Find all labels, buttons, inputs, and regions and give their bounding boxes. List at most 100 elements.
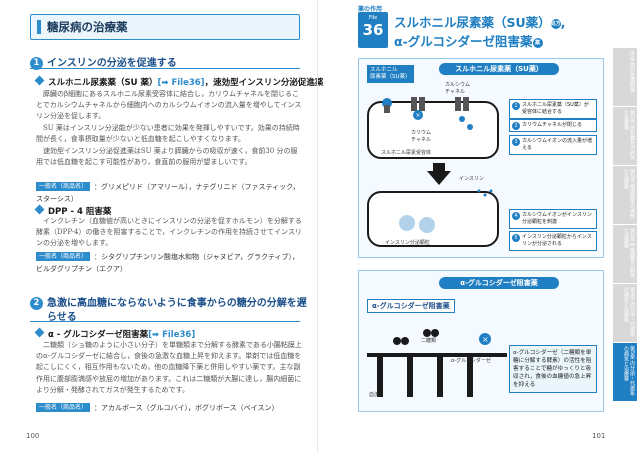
right-title-comma: , [560, 15, 566, 30]
step-number: 3 [512, 138, 520, 146]
ag-file-link[interactable]: [➡ File36] [148, 330, 196, 340]
ag-heading: α - グルコシダーゼ阻害薬[➡ File36] [34, 327, 196, 340]
ag-body: 二糖類（ショ糖のように小さい分子）を単糖類まで分解する酵素である小腸粘膜上のα-… [36, 341, 302, 394]
enzyme-blocked-icon: × [479, 333, 491, 345]
dpp4-body: インクレチン（血糖値が高いときにインスリンの分泌を促すホルモン）を分解する酵素（… [36, 217, 302, 248]
chapter-tab-0[interactable]: 序章 薬の基礎知識 [613, 48, 637, 106]
file-badge: File 36 [358, 12, 388, 48]
ag-generic: ：アカルボース（グルコバイ），ボグリボース（ベイスン） [94, 404, 279, 412]
label-insulin: インスリン [459, 176, 484, 182]
granule-icon [399, 215, 435, 233]
intestine-illustration: × [367, 329, 507, 397]
svg-text:×: × [416, 112, 421, 119]
chapter-tab-4[interactable]: 第4章 内分泌・代謝系の病気と治療薬 [613, 284, 637, 342]
right-title-line1: スルホニル尿素薬（SU薬）処方, [394, 12, 565, 31]
su-generic-line: 一般名（商品名）：グリメピリド（アマリール），ナテグリニド（ファスティック， [36, 182, 306, 192]
label-calcium-channel: カルシウム チャネル [445, 82, 471, 95]
ag-description: α-グルコシダーゼ（二糖類を単糖に分解する酵素）の活性を阻害することで糖がゆっく… [509, 345, 597, 393]
villi-icon [367, 353, 507, 397]
chapter-tab-5-active[interactable]: 第5章 内分泌・代謝系の病気と治療薬 [613, 343, 637, 401]
step-text: カリウムチャネルが閉じる [522, 122, 582, 128]
page-number-left: 100 [26, 432, 40, 440]
label-blood-flow: 血流 [369, 392, 380, 398]
label-insulin-granule: インスリン分泌顆粒 [385, 240, 430, 246]
su-body-2: SU 薬はインスリン分泌能が少ない患者に効果を発揮しやすいです。効果の持続時間が… [36, 124, 300, 144]
transition-arrow-icon [427, 171, 451, 185]
right-title-line2: α-グルコシダーゼ阻害薬薬 [394, 31, 543, 50]
page-number-right: 101 [592, 432, 606, 440]
diamond-bullet-icon [34, 75, 45, 86]
step-text: カルシウムイオンがインスリン分泌顆粒を刺激 [522, 212, 592, 225]
insulin-dots-icon [477, 189, 493, 197]
su-title: スルホニル尿素薬（SU 薬） [48, 78, 158, 88]
section2-heading-line1: 急激に高血糖にならないように食事からの糖分の分解を遅 [47, 298, 307, 309]
generic-name-tag: 一般名（商品名） [36, 403, 91, 412]
su-generic-cont: スターシス） [36, 195, 78, 203]
dpp4-heading: DPP - 4 阻害薬 [34, 204, 112, 217]
receptor-icon [382, 98, 392, 113]
step-number: 2 [512, 122, 520, 130]
ag-diagram-header: α-グルコシダーゼ阻害薬 [439, 277, 559, 289]
su-drug-callout: スルホニル 尿素薬（SU薬） [367, 65, 414, 83]
section1-number: 1 [30, 56, 43, 70]
channel-icons-top: × [382, 97, 473, 130]
file-badge-label: File [368, 15, 378, 21]
section1-heading: 1 インスリンの分泌を促進する [30, 54, 177, 70]
channel-icons-bottom [399, 189, 493, 233]
step-text: カルシウムイオンの流入量が増える [522, 138, 593, 151]
title-bar-decoration [37, 20, 41, 34]
diamond-bullet-icon [34, 204, 45, 215]
generic-name-tag: 一般名（商品名） [36, 182, 91, 191]
chapter-title: 糖尿病の治療薬 [47, 20, 128, 34]
dpp4-title: DPP - 4 阻害薬 [48, 207, 112, 217]
su-title-suffix: ，速効型インスリン分泌促進薬 [204, 78, 324, 88]
file-badge-caption: 薬の作用 [358, 6, 383, 13]
disaccharide-icon [393, 329, 439, 345]
section1-heading-text: インスリンの分泌を促進する [47, 58, 177, 69]
chapter-tab-2[interactable]: 第2章 循環器系の病気と治療薬 [613, 166, 637, 224]
ag-generic-line: 一般名（商品名）：アカルボース（グルコバイ），ボグリボース（ベイスン） [36, 403, 306, 413]
label-disaccharide: 二糖類 [421, 338, 437, 344]
svg-text:×: × [482, 335, 489, 344]
step-number: 5 [512, 234, 520, 242]
step-number: 1 [512, 102, 520, 110]
drug-mark-icon: 薬 [532, 38, 543, 48]
right-title-line1-text: スルホニル尿素薬（SU薬） [394, 15, 551, 30]
section1-divider [30, 68, 300, 69]
chapter-tab-3[interactable]: 第3章 呼吸器系の病気と治療薬 [613, 225, 637, 283]
section2-number: 2 [30, 296, 43, 310]
prescription-mark-icon: 処方 [550, 19, 561, 29]
section2-heading: 2 急激に高血糖にならないように食事からの糖分の分解を遅 [30, 294, 307, 310]
su-generic: ：グリメピリド（アマリール），ナテグリニド（ファスティック， [94, 183, 300, 191]
chapter-title-box: 糖尿病の治療薬 [30, 14, 300, 40]
ag-diagram: α-グルコシダーゼ阻害薬 α-グルコシダーゼ阻害薬 [358, 270, 604, 412]
beta-cell-after [367, 191, 499, 247]
su-heading: スルホニル尿素薬（SU 薬）[➡ File36]，速効型インスリン分泌促進薬 [34, 75, 324, 88]
label-potassium-channel: カリウム チャネル [411, 130, 432, 143]
book-gutter [317, 0, 318, 452]
step-text: インスリン分泌顆粒からインスリンが分泌される [522, 234, 592, 247]
su-file-link[interactable]: [➡ File36] [157, 78, 205, 88]
su-diagram-header: スルホニル尿素薬（SU薬） [439, 63, 559, 75]
su-diagram: スルホニル尿素薬（SU薬） スルホニル 尿素薬（SU薬） カルシウム チャネル … [358, 58, 604, 258]
su-body-3: 速効型インスリン分泌促進薬はSU 薬より膵臓からの吸収が速く，食前30 分の服用… [36, 147, 298, 167]
potassium-channel-icon: × [411, 97, 425, 120]
right-title-line2-text: α-グルコシダーゼ阻害薬 [394, 34, 533, 49]
dpp4-generic: ：シタグリプチンリン酸塩水和物（ジャヌビア，グラクティブ）， [94, 253, 300, 261]
transition-arrow-stem [433, 163, 445, 171]
ag-drug-label: α-グルコシダーゼ阻害薬 [367, 299, 455, 313]
right-page: 薬の作用 File 36 スルホニル尿素薬（SU薬）処方, α-グルコシダーゼ阻… [318, 0, 637, 452]
dpp4-generic-cont: ビルダグリプチン（エクア） [36, 265, 127, 273]
su-body-1: 膵臓のβ細胞にあるスルホニル尿素受容体に結合し，カリウムチャネルを閉じることでカ… [36, 90, 302, 121]
chapter-tab-1[interactable]: 第1章 消化器系の病気と治療薬 [613, 107, 637, 165]
step-text: スルホニル尿素薬（SU薬）が受容体に結合する [522, 102, 589, 115]
calcium-channel-icon [455, 97, 473, 130]
step-number: 4 [512, 212, 520, 220]
section2-divider [30, 321, 300, 322]
